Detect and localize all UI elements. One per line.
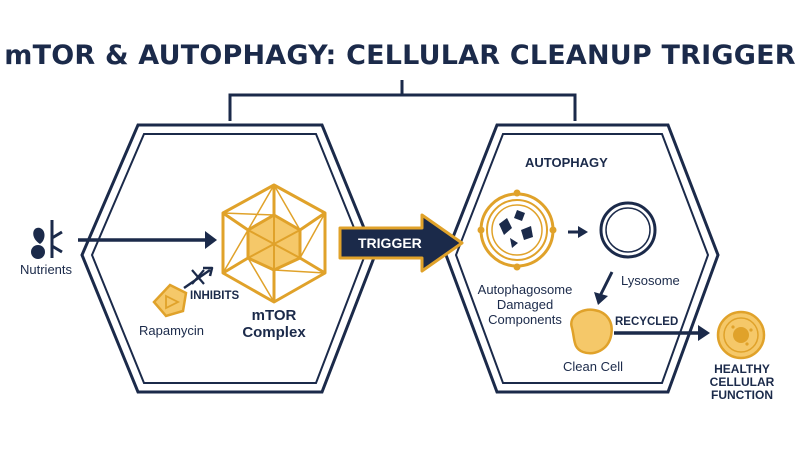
mtor-complex-label: mTOR Complex — [232, 307, 316, 341]
to-lysosome-arrow — [568, 226, 588, 238]
lysosome-icon — [599, 201, 657, 259]
healthy-function-line2: CELLULAR — [709, 375, 775, 389]
inhibits-label: INHIBITS — [190, 290, 240, 302]
mtor-complex-label-line2: Complex — [242, 324, 306, 341]
nutrients-arrow — [78, 231, 217, 249]
healthy-function-line3: FUNCTION — [711, 388, 773, 402]
autophagy-heading: AUTOPHAGY — [525, 155, 608, 170]
healthy-cell-icon — [716, 310, 766, 360]
clean-cell-icon — [570, 308, 613, 355]
nutrients-label: Nutrients — [20, 262, 73, 277]
trigger-arrow — [338, 213, 464, 273]
leaf-icon — [31, 220, 63, 259]
to-clean-cell-arrow — [594, 271, 614, 305]
clean-cell-label: Clean Cell — [563, 359, 623, 374]
healthy-function-label: HEALTHY CELLULAR FUNCTION — [702, 363, 782, 402]
rapamycin-label: Rapamycin — [139, 323, 205, 338]
mtor-complex-icon — [221, 183, 327, 304]
autophagosome-label-line3: Components — [488, 312, 562, 327]
mtor-complex-label-line1: mTOR — [251, 307, 297, 324]
recycled-arrow — [614, 325, 710, 341]
autophagosome-label-line2: Damaged — [496, 297, 554, 312]
lysosome-label: Lysosome — [621, 273, 680, 288]
top-bracket — [228, 80, 577, 121]
autophagosome-icon — [477, 189, 557, 271]
rapamycin-icon — [152, 283, 188, 318]
diagram-title: mTOR & AUTOPHAGY: CELLULAR CLEANUP TRIGG… — [4, 40, 796, 71]
autophagosome-label-line1: Autophagosome — [477, 282, 573, 297]
mtor-panel — [80, 123, 377, 394]
autophagosome-label: Autophagosome Damaged Components — [462, 282, 588, 327]
trigger-label: TRIGGER — [358, 235, 422, 251]
healthy-function-line1: HEALTHY — [714, 362, 770, 376]
recycled-label: RECYCLED — [615, 316, 679, 328]
inhibits-arrow — [183, 266, 214, 290]
